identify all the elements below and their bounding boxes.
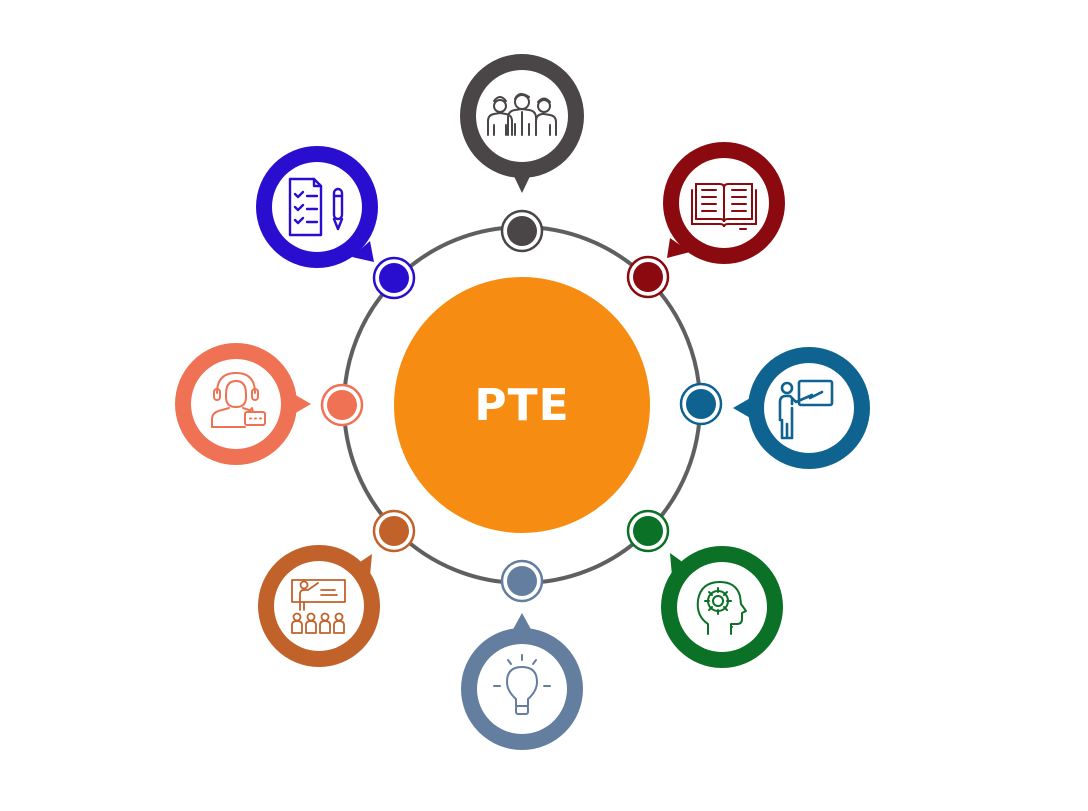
checklist-pencil-icon <box>288 177 344 237</box>
node-mind <box>626 509 783 668</box>
node-idea <box>461 559 583 750</box>
speech-bubble-mind <box>661 546 783 668</box>
classroom-teacher-icon <box>291 579 346 634</box>
node-classroom <box>258 509 416 667</box>
team-people-icon <box>487 93 557 136</box>
node-presentation <box>679 347 870 469</box>
headset-agent-icon <box>211 372 266 428</box>
node-support <box>175 343 364 465</box>
node-checklist <box>256 146 416 300</box>
center-circle <box>394 277 650 533</box>
speech-bubble-checklist <box>256 146 378 268</box>
speech-bubble-idea <box>461 613 583 750</box>
node-book <box>626 142 785 299</box>
speech-bubble-support <box>175 343 311 465</box>
open-book-icon <box>691 183 757 230</box>
center-label-pte: PTE <box>474 379 570 431</box>
speech-bubble-team <box>460 54 584 193</box>
speech-bubble-classroom <box>258 545 380 667</box>
lightbulb-icon <box>493 654 551 715</box>
node-team <box>460 54 584 253</box>
presenter-board-icon <box>778 379 834 440</box>
head-gear-icon <box>696 581 747 635</box>
speech-bubble-book <box>663 142 785 264</box>
speech-bubble-presentation <box>733 347 870 469</box>
